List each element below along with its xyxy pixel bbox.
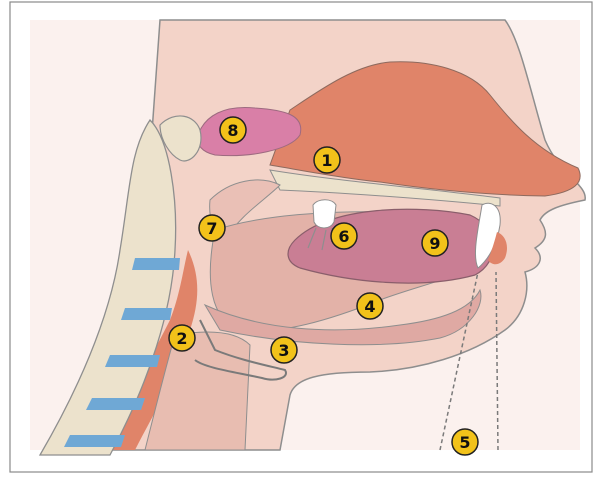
marker-1: 1	[314, 147, 340, 173]
marker-9: 9	[422, 230, 448, 256]
marker-5: 5	[452, 429, 478, 455]
marker-2-label: 2	[176, 329, 187, 348]
marker-5-label: 5	[459, 433, 470, 452]
marker-4: 4	[357, 293, 383, 319]
marker-4-label: 4	[364, 297, 375, 316]
marker-1-label: 1	[321, 151, 332, 170]
marker-6-label: 6	[338, 227, 349, 246]
marker-7: 7	[199, 215, 225, 241]
marker-8-label: 8	[227, 121, 238, 140]
marker-8: 8	[220, 117, 246, 143]
marker-2: 2	[169, 325, 195, 351]
marker-9-label: 9	[429, 234, 440, 253]
marker-6: 6	[331, 223, 357, 249]
marker-3: 3	[271, 337, 297, 363]
marker-7-label: 7	[206, 219, 217, 238]
marker-3-label: 3	[278, 341, 289, 360]
